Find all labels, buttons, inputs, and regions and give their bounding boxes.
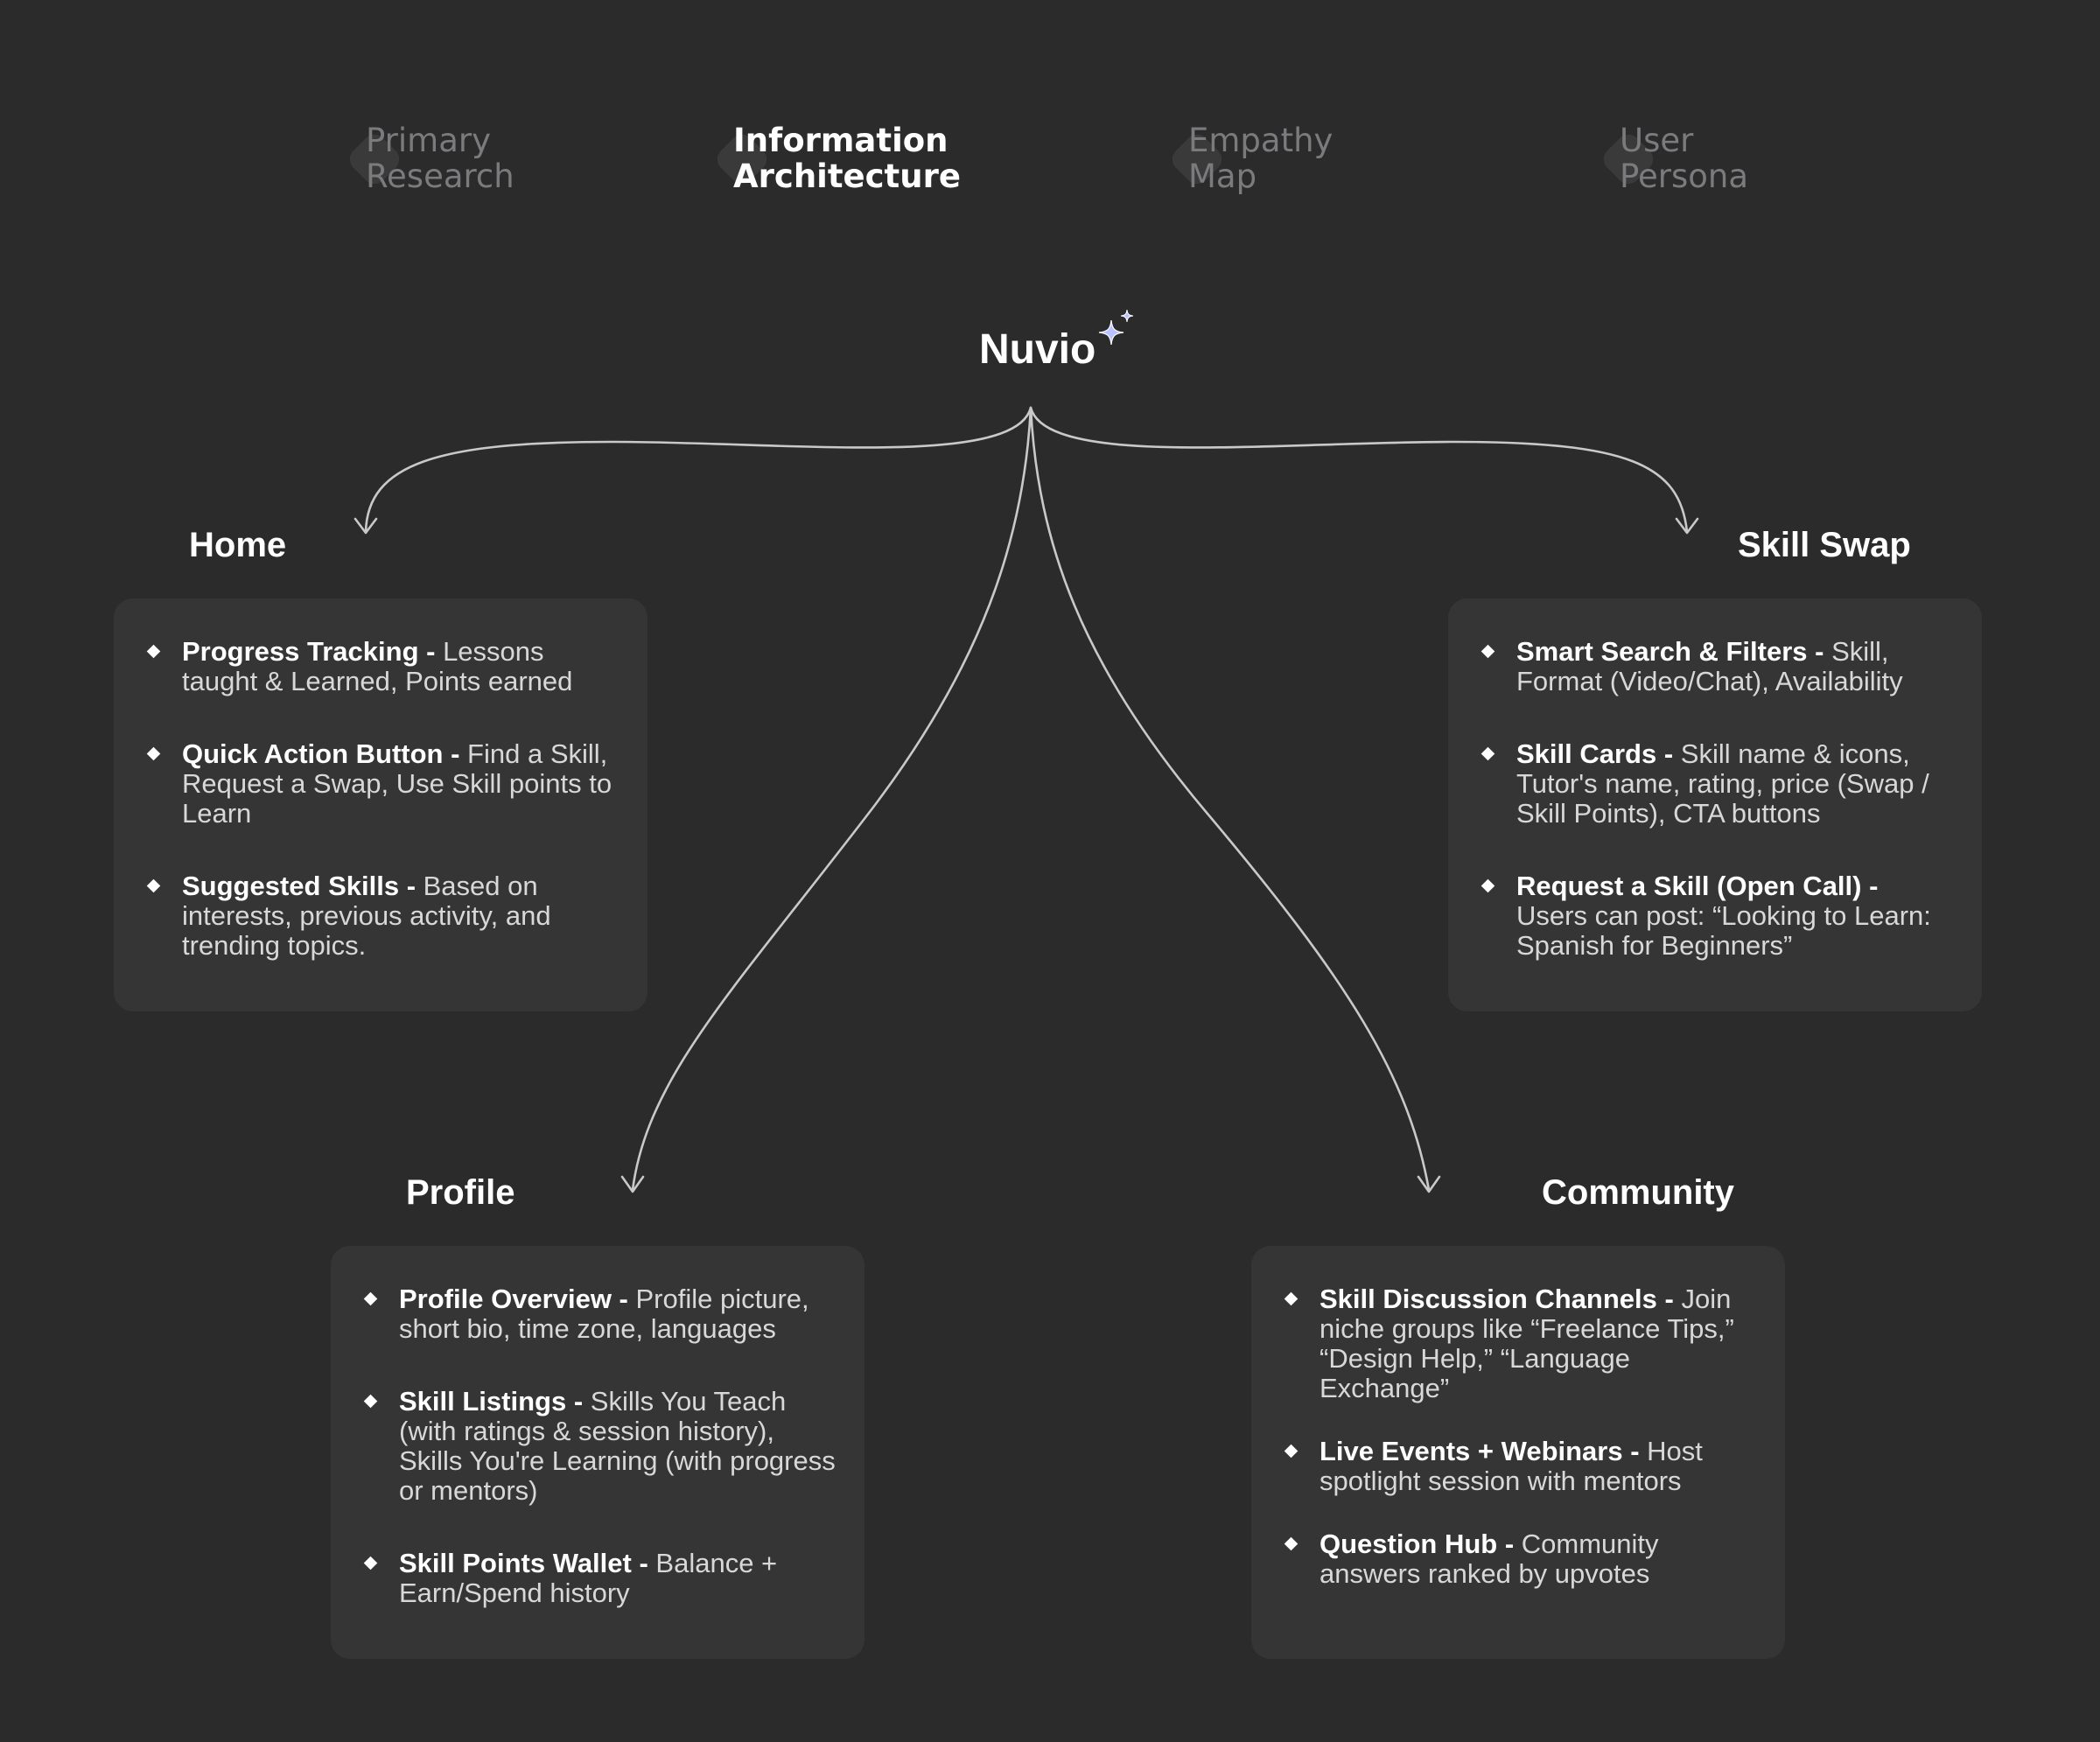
bullet-icon [363, 1394, 378, 1409]
tab-user-persona[interactable]: User Persona [1603, 122, 1749, 195]
bullet-icon [146, 746, 161, 761]
root-title: Nuvio [979, 326, 1096, 373]
list-item: Suggested Skills - Based on interests, p… [114, 871, 648, 961]
bullet-icon [363, 1291, 378, 1306]
diamond-icon [340, 124, 410, 194]
bullet-icon [1480, 746, 1495, 761]
tab-empathy-map[interactable]: Empathy Map [1172, 122, 1334, 195]
list-item: Profile Overview - Profile picture, shor… [331, 1284, 864, 1344]
arrowhead-home [354, 517, 378, 535]
bullet-icon [363, 1556, 378, 1571]
bullet-icon [1480, 644, 1495, 659]
card-home: Progress Tracking - Lessons taught & Lea… [114, 598, 648, 1011]
bullet-icon [1284, 1444, 1298, 1459]
tab-label: Information Architecture [733, 122, 961, 195]
sparkle-icon [1098, 309, 1134, 346]
list-item: Request a Skill (Open Call) - Users can … [1448, 871, 1982, 961]
list-item: Skill Points Wallet - Balance + Earn/Spe… [331, 1549, 864, 1608]
list-item: Live Events + Webinars - Host spotlight … [1251, 1437, 1785, 1496]
list-item: Progress Tracking - Lessons taught & Lea… [114, 637, 648, 696]
tab-label: Empathy Map [1188, 122, 1334, 195]
card-skill-swap: Smart Search & Filters - Skill, Format (… [1448, 598, 1982, 1011]
bullet-icon [1284, 1536, 1298, 1551]
list-item: Question Hub - Community answers ranked … [1251, 1529, 1785, 1589]
list-item: Skill Discussion Channels - Join niche g… [1251, 1284, 1785, 1403]
diamond-icon [1162, 124, 1232, 194]
node-title-skill-swap: Skill Swap [1738, 526, 1911, 564]
node-title-community: Community [1542, 1173, 1734, 1212]
list-item: Quick Action Button - Find a Skill, Requ… [114, 739, 648, 829]
connector-home [364, 406, 1032, 534]
card-community: Skill Discussion Channels - Join niche g… [1251, 1246, 1785, 1659]
bullet-icon [1284, 1291, 1298, 1306]
list-item: Smart Search & Filters - Skill, Format (… [1448, 637, 1982, 696]
tab-primary-research[interactable]: Primary Research [349, 122, 514, 195]
bullet-icon [146, 644, 161, 659]
diamond-icon [1593, 124, 1663, 194]
connector-profile [631, 406, 1032, 1192]
list-item: Skill Listings - Skills You Teach (with … [331, 1387, 864, 1506]
node-title-profile: Profile [406, 1173, 515, 1212]
arrowhead-profile [620, 1175, 645, 1193]
bullet-icon [146, 878, 161, 893]
card-profile: Profile Overview - Profile picture, shor… [331, 1246, 864, 1659]
arrowhead-skill-swap [1675, 517, 1699, 535]
node-title-home: Home [189, 526, 287, 564]
diamond-icon [707, 124, 777, 194]
connector-community [1029, 406, 1431, 1192]
tab-label: User Persona [1620, 122, 1749, 195]
arrowhead-community [1417, 1175, 1441, 1193]
bullet-icon [1480, 878, 1495, 893]
connector-skill-swap [1029, 406, 1689, 534]
tab-label: Primary Research [366, 122, 514, 195]
list-item: Skill Cards - Skill name & icons, Tutor'… [1448, 739, 1982, 829]
tab-information-architecture[interactable]: Information Architecture [717, 122, 961, 195]
